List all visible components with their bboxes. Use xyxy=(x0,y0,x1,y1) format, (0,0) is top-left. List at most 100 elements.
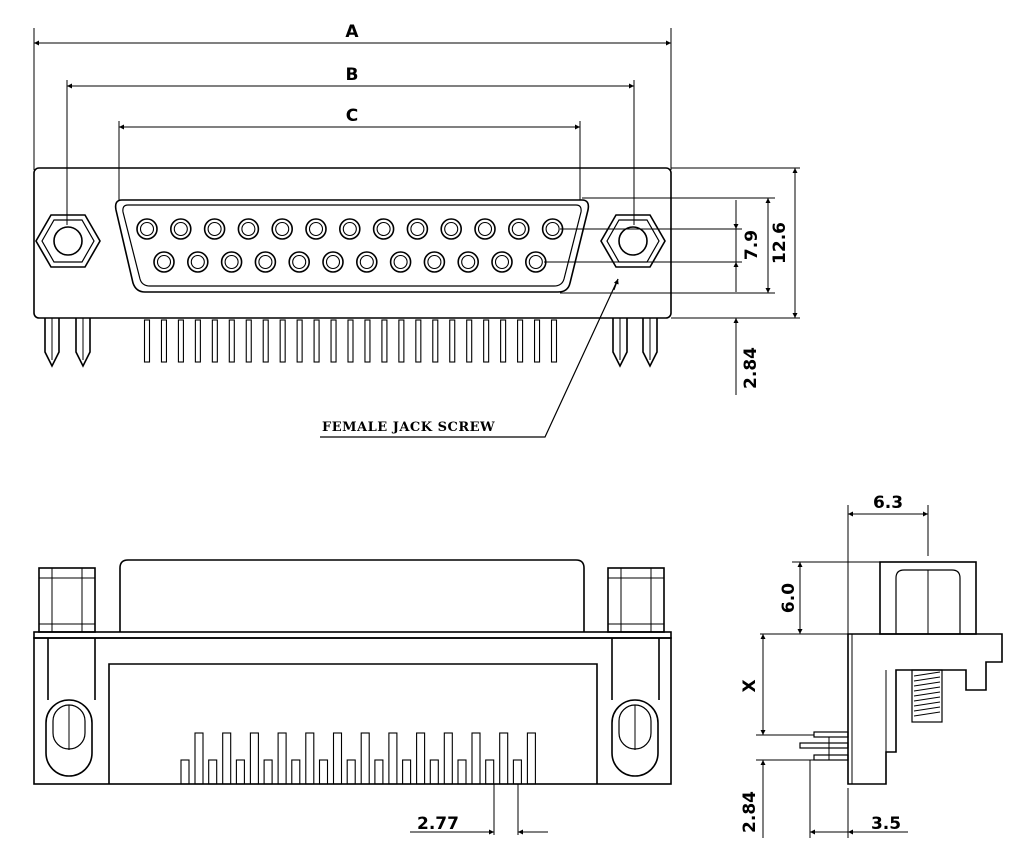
bottom-insulator xyxy=(108,663,598,784)
left-jack-screw-hole xyxy=(53,226,83,256)
pin-hole-top-inner xyxy=(308,221,324,237)
pin-hole-top xyxy=(474,218,496,240)
pcb-tail xyxy=(313,319,320,363)
dim-a-label: A xyxy=(345,22,359,42)
comb-pin-short xyxy=(402,759,412,785)
left-jack-screw-hex xyxy=(35,214,101,268)
pcb-tail xyxy=(279,319,286,363)
comb-pin-long xyxy=(471,732,481,785)
pin-hole-bottom xyxy=(491,251,513,273)
pin-hole-bottom xyxy=(322,251,344,273)
pcb-tail xyxy=(500,319,507,363)
pin-hole-bottom-inner xyxy=(359,254,374,270)
pin-hole-top xyxy=(170,218,192,240)
comb-pin-short xyxy=(429,759,439,785)
bottom-left-slot xyxy=(45,699,93,777)
pcb-tail xyxy=(432,319,439,363)
pin-hole-top-inner xyxy=(173,221,188,237)
d-shell-inner xyxy=(122,204,582,287)
bottom-shell xyxy=(119,559,585,632)
pin-hole-top-inner xyxy=(139,221,155,237)
dim-12-6-label: 12.6 xyxy=(770,222,790,264)
pin-hole-bottom xyxy=(389,251,412,273)
thread-line xyxy=(913,711,941,717)
pin-hole-top xyxy=(507,218,530,240)
comb-pin-short xyxy=(180,759,190,785)
front-board-lock-left xyxy=(44,318,91,368)
comb-pin-short xyxy=(291,759,301,785)
pcb-tail xyxy=(194,319,201,363)
pcb-tail xyxy=(228,319,235,363)
pin-hole-bottom-inner xyxy=(528,254,543,270)
comb-pin-long xyxy=(277,732,287,785)
comb-pin-short xyxy=(318,759,329,785)
dim-c-label: C xyxy=(346,106,358,126)
pin-hole-bottom xyxy=(153,251,175,273)
pin-hole-top-inner xyxy=(342,221,357,237)
pcb-tail xyxy=(296,319,303,363)
bottom-pin-comb xyxy=(180,732,536,785)
dim-x-label: X xyxy=(740,679,760,692)
pcb-tail xyxy=(262,319,269,363)
comb-pin-long xyxy=(332,732,343,785)
pin-holes xyxy=(136,218,564,273)
front-view xyxy=(33,28,800,438)
pin-hole-top xyxy=(406,218,429,240)
pin-hole-bottom-inner xyxy=(156,254,172,270)
dim-2-77-label: 2.77 xyxy=(417,814,459,834)
thread-line xyxy=(913,701,941,707)
front-flange xyxy=(33,167,672,319)
comb-pin-long xyxy=(416,732,426,785)
pin-hole-top xyxy=(203,218,226,240)
dim-b-label: B xyxy=(346,65,359,85)
pin-hole-top xyxy=(338,218,361,240)
pin-hole-bottom-inner xyxy=(494,254,510,270)
pin-hole-top xyxy=(305,218,327,240)
comb-pin-long xyxy=(526,732,536,785)
comb-pin-short xyxy=(485,759,495,785)
thread-line xyxy=(913,681,941,687)
pcb-tail xyxy=(398,319,405,363)
pin-hole-top xyxy=(440,218,463,240)
dim-7-9-label: 7.9 xyxy=(742,230,762,260)
left-jack-screw-hex-inner xyxy=(41,219,95,263)
pin-hole-bottom xyxy=(220,251,243,273)
pin-hole-bottom-inner xyxy=(258,254,273,270)
comb-pin-long xyxy=(249,732,259,785)
comb-pin-short xyxy=(374,759,384,785)
pin-hole-bottom-inner xyxy=(190,254,205,270)
thread-line xyxy=(913,691,941,697)
side-body xyxy=(847,633,1003,785)
comb-pin-short xyxy=(235,759,245,785)
side-pin-2 xyxy=(799,742,849,749)
pin-hole-bottom xyxy=(187,251,209,273)
pin-hole-top xyxy=(136,218,158,240)
pin-hole-top-inner xyxy=(477,221,493,237)
dim-6-0-label: 6.0 xyxy=(779,583,799,613)
right-jack-screw-hole xyxy=(618,226,648,256)
bottom-body xyxy=(33,637,672,785)
pcb-tail xyxy=(177,319,184,363)
callout-arrow xyxy=(613,278,619,291)
comb-pin-long xyxy=(388,732,398,785)
comb-pin-short xyxy=(346,759,356,785)
bottom-flange xyxy=(33,631,672,639)
front-pcb-tails xyxy=(143,319,558,363)
right-jack-screw-hex xyxy=(600,214,666,268)
front-board-lock-right xyxy=(612,318,658,368)
comb-pin-long xyxy=(222,732,232,785)
dim-2-84-front-label: 2.84 xyxy=(741,347,761,389)
pcb-tail xyxy=(347,319,354,363)
pin-hole-bottom xyxy=(288,251,311,273)
pin-hole-bottom-inner xyxy=(461,254,476,270)
bottom-right-slot xyxy=(611,699,659,777)
dim-3-5-label: 3.5 xyxy=(871,814,901,834)
callout-leader xyxy=(320,278,619,438)
side-threads xyxy=(913,671,941,717)
pcb-tail xyxy=(211,319,218,363)
pin-hole-top xyxy=(372,218,395,240)
dim-6-3-label: 6.3 xyxy=(873,493,903,513)
pcb-tail xyxy=(517,319,524,363)
pcb-tail xyxy=(364,319,371,363)
comb-pin-short xyxy=(457,759,467,785)
